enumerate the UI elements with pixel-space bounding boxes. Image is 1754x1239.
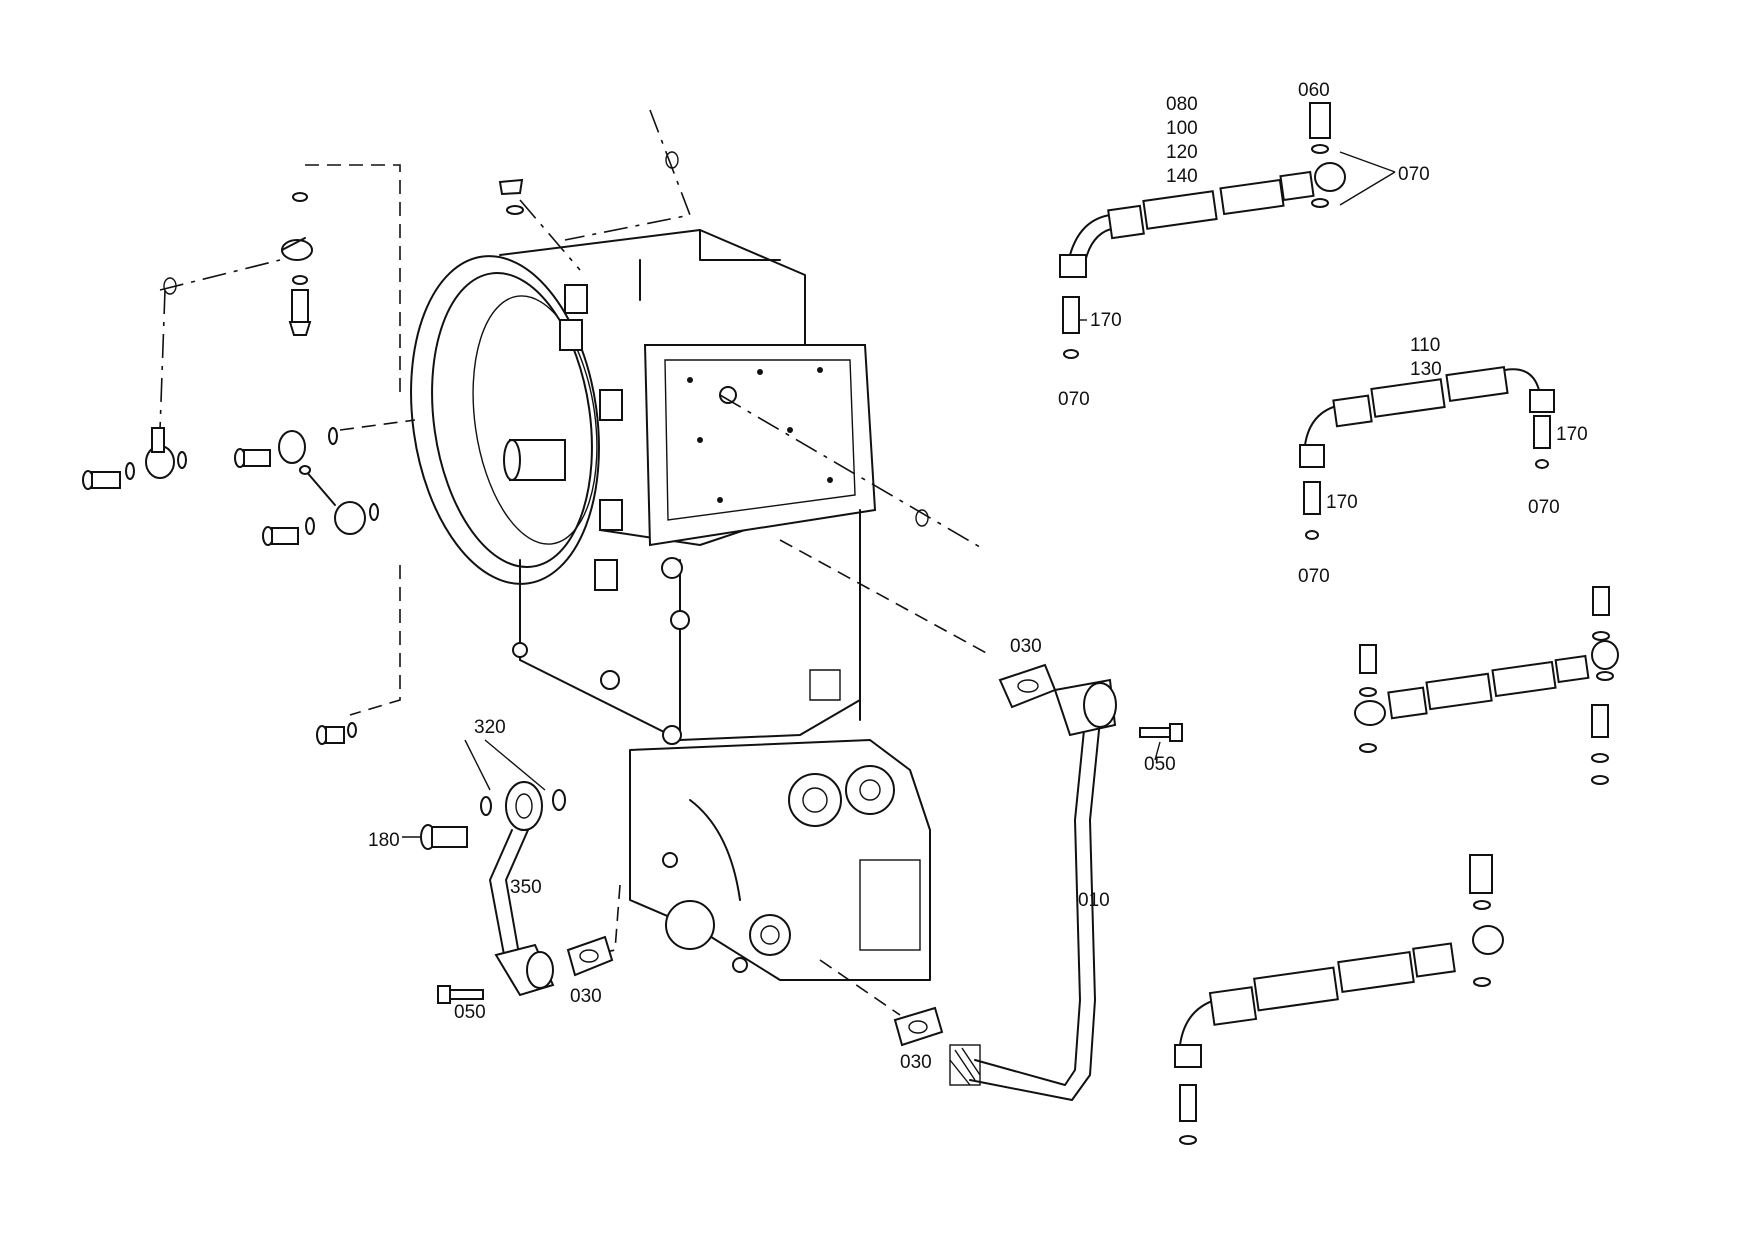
callout-070-a: 070	[1058, 389, 1090, 410]
callout-010: 010	[1078, 890, 1110, 911]
callout-070-c: 070	[1298, 566, 1330, 587]
callout-labels: 080 100 120 140 060 070 170 070 110 130 …	[368, 80, 1588, 1073]
callout-110: 110	[1410, 335, 1440, 356]
callout-070-b: 070	[1528, 497, 1560, 518]
hose-assembly-bottom	[1174, 854, 1504, 1145]
callout-170-b: 170	[1556, 424, 1588, 445]
callout-080: 080	[1166, 94, 1198, 115]
callout-320: 320	[474, 717, 506, 738]
left-banjo-fittings	[82, 178, 524, 745]
callout-030-a: 030	[1010, 636, 1042, 657]
hose-assembly-top	[1059, 102, 1346, 359]
oil-tube-010	[949, 663, 1183, 1101]
callout-030-c: 030	[900, 1052, 932, 1073]
callout-070-top: 070	[1398, 164, 1430, 185]
callout-350: 350	[510, 877, 542, 898]
callout-030-b: 030	[570, 986, 602, 1007]
callout-100: 100	[1166, 118, 1198, 139]
callout-170-c: 170	[1326, 492, 1358, 513]
transmission-housing	[410, 229, 931, 981]
leader-lines	[402, 151, 1396, 838]
callout-140: 140	[1166, 166, 1198, 187]
callout-170-a: 170	[1090, 310, 1122, 331]
callout-050-a: 050	[1144, 754, 1176, 775]
callout-130: 130	[1410, 359, 1442, 380]
hose-assembly-right	[1354, 586, 1619, 785]
callout-120: 120	[1166, 142, 1198, 163]
callout-060: 060	[1298, 80, 1330, 101]
callout-050-b: 050	[454, 1002, 486, 1023]
hose-assembly-mid	[1299, 365, 1555, 540]
oil-tube-350	[420, 781, 944, 1047]
callout-180: 180	[368, 830, 400, 851]
